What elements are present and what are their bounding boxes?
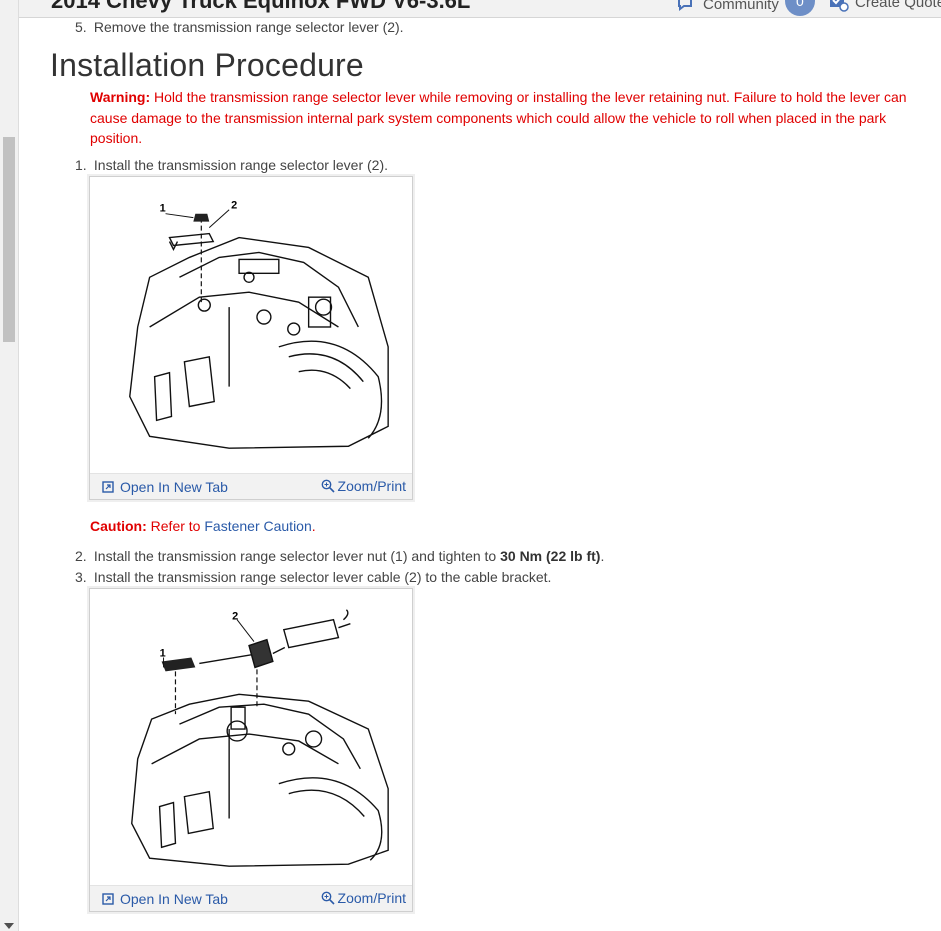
scroll-down-arrow-icon[interactable]	[4, 923, 14, 929]
create-quote-label: Create Quote	[855, 0, 941, 11]
callout-2: 2	[231, 200, 237, 212]
zoom-print-label: Zoom/Print	[337, 890, 406, 906]
step-text-after: .	[600, 548, 605, 564]
step-text-before: Install the transmission range selector …	[93, 548, 501, 564]
caution-text-before: Refer to	[150, 518, 205, 534]
community-label: Community	[703, 0, 779, 13]
scrollbar-thumb[interactable]	[3, 137, 15, 342]
open-tab-icon	[102, 481, 114, 493]
fastener-caution-link[interactable]: Fastener Caution	[204, 518, 312, 534]
open-tab-icon	[102, 893, 114, 905]
step-2: 2. Install the transmission range select…	[75, 546, 604, 566]
create-quote-button[interactable]: Create Quote	[829, 0, 941, 12]
vehicle-title: 2014 Chevy Truck Equinox FWD V6-3.6L	[51, 0, 471, 13]
zoom-print-link[interactable]: Zoom/Print	[321, 890, 406, 906]
step-3: 3. Install the transmission range select…	[75, 567, 551, 587]
step-text: Remove the transmission range selector l…	[93, 19, 404, 35]
caution-note: Caution: Refer to Fastener Caution.	[90, 518, 316, 534]
warning-text: Hold the transmission range selector lev…	[90, 89, 907, 146]
step-number: 3.	[75, 569, 87, 585]
transmission-cable-illustration: 1 2	[131, 609, 389, 867]
warning-label: Warning:	[90, 89, 151, 105]
page-header: 2014 Chevy Truck Equinox FWD V6-3.6L Com…	[19, 0, 941, 18]
step-text: Install the transmission range selector …	[93, 569, 552, 585]
step-5: 5. Remove the transmission range selecto…	[75, 17, 404, 37]
step-1: 1. Install the transmission range select…	[75, 155, 388, 175]
figure-selector-lever: 1 2 Open In New Tab Zoom/Print	[89, 176, 413, 500]
community-icon	[678, 0, 692, 11]
community-badge: 0	[784, 0, 815, 16]
vertical-scrollbar[interactable]	[0, 0, 19, 931]
open-in-new-tab-link[interactable]: Open In New Tab	[102, 479, 228, 495]
caution-label: Caution:	[90, 518, 147, 534]
caution-text-after: .	[311, 518, 316, 534]
magnifier-icon	[321, 479, 335, 493]
figure-toolbar: Open In New Tab Zoom/Print	[90, 885, 412, 911]
create-quote-icon	[830, 0, 849, 12]
step-number: 1.	[75, 157, 87, 173]
open-in-new-tab-label: Open In New Tab	[120, 479, 228, 495]
callout-1: 1	[160, 203, 166, 215]
section-title: Installation Procedure	[50, 47, 364, 83]
warning-note: Warning: Hold the transmission range sel…	[90, 87, 920, 149]
step-number: 5.	[75, 19, 87, 35]
zoom-print-label: Zoom/Print	[337, 478, 406, 494]
open-in-new-tab-link[interactable]: Open In New Tab	[102, 891, 228, 907]
figure-toolbar: Open In New Tab Zoom/Print	[90, 473, 412, 499]
step-text: Install the transmission range selector …	[93, 157, 389, 173]
open-in-new-tab-label: Open In New Tab	[120, 891, 228, 907]
transmission-lever-illustration: 1 2	[129, 200, 389, 449]
callout-1: 1	[160, 648, 166, 660]
step-number: 2.	[75, 548, 87, 564]
community-button[interactable]: Community 0	[677, 0, 815, 16]
torque-spec: 30 Nm (22 lb ft)	[500, 548, 601, 564]
callout-2: 2	[232, 611, 238, 623]
magnifier-icon	[321, 891, 335, 905]
figure-selector-cable: 1 2 Open In New Tab Zoom/Print	[89, 588, 413, 912]
zoom-print-link[interactable]: Zoom/Print	[321, 478, 406, 494]
